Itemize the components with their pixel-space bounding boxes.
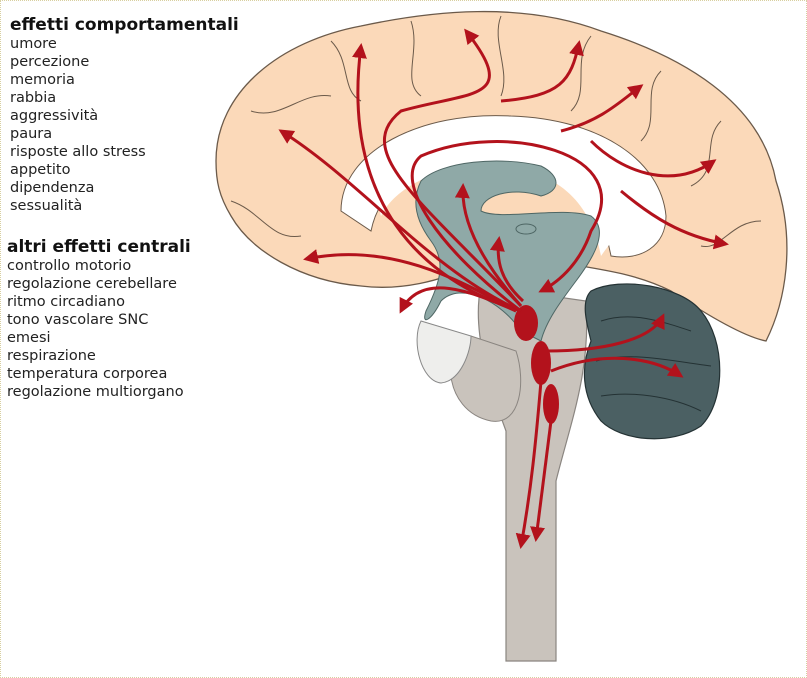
behavioral-effects-list: effetti comportamentali umore percezione… <box>10 15 239 215</box>
list-item: regolazione cerebellare <box>7 276 177 292</box>
behavioral-effects-title: effetti comportamentali <box>10 15 239 35</box>
list-item: emesi <box>7 330 51 346</box>
serotonergic-pathways <box>278 28 729 549</box>
cerebellum <box>583 283 721 440</box>
gyri-lines <box>230 15 762 248</box>
list-item: dipendenza <box>10 180 95 196</box>
list-item: controllo motorio <box>7 258 132 274</box>
list-item: temperatura corporea <box>7 366 168 382</box>
central-effects-list: altri effetti centrali controllo motorio… <box>7 237 191 401</box>
list-item: memoria <box>10 72 75 88</box>
list-item: tono vascolare SNC <box>7 312 149 328</box>
central-effects-title: altri effetti centrali <box>7 237 191 257</box>
list-item: appetito <box>10 162 71 178</box>
list-item: percezione <box>10 54 90 70</box>
list-item: rabbia <box>10 90 57 106</box>
list-item: umore <box>10 36 57 52</box>
diencephalon <box>415 160 600 342</box>
list-item: ritmo circadiano <box>7 294 125 310</box>
list-item: risposte allo stress <box>10 144 146 160</box>
list-item: respirazione <box>7 348 96 364</box>
list-item: aggressività <box>10 108 99 124</box>
list-item: sessualità <box>10 198 83 214</box>
list-item: regolazione multiorgano <box>7 384 184 400</box>
list-item: paura <box>10 126 53 142</box>
